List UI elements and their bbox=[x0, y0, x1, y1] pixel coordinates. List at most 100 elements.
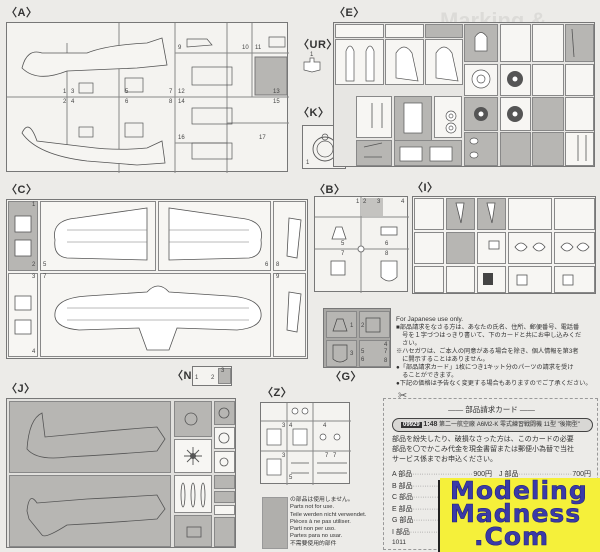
legend-line: Teile werden nicht verwendet. bbox=[290, 511, 367, 518]
part-num: 4 bbox=[71, 99, 75, 105]
sprue-e-drawing bbox=[345, 28, 587, 162]
part-num: 5 bbox=[341, 241, 345, 247]
part-num: 3 bbox=[71, 89, 75, 95]
modeling-madness-logo: Modeling Madness .Com bbox=[440, 476, 600, 552]
part-num: 1 bbox=[350, 323, 354, 329]
part-num: 2 bbox=[63, 99, 67, 105]
price-value: 900円 bbox=[473, 471, 492, 478]
price-part: J 部品 bbox=[499, 471, 519, 478]
part-num: 2 bbox=[32, 262, 36, 268]
part-num: 1 bbox=[310, 52, 314, 58]
part-num: 13 bbox=[273, 89, 280, 95]
sprue-g-drawing bbox=[332, 317, 381, 363]
group-ur-label: 〈UR〉 bbox=[298, 39, 338, 51]
part-num: 1 bbox=[195, 375, 199, 381]
part-num: 7 bbox=[384, 349, 388, 355]
part-num: 7 bbox=[341, 251, 345, 257]
part-num: 3 bbox=[377, 199, 381, 205]
legend-line: Parti non per uso. bbox=[290, 526, 336, 533]
kit-code: 09929 bbox=[401, 422, 422, 428]
japan-notice: For Japanese use only. ■部品請求をなさる方は、あなたの氏… bbox=[396, 316, 600, 388]
group-g-label: 〈G〉 bbox=[330, 371, 363, 383]
notice-line: に開示することはありません。 bbox=[396, 356, 489, 363]
card-body-line: 部品を紛失したり、破損なさった方は、このカードの必要 bbox=[392, 436, 574, 443]
part-num: 1 bbox=[306, 160, 310, 166]
notice-line: ることができます。 bbox=[396, 372, 458, 379]
part-num: 4 bbox=[384, 342, 388, 348]
part-num: 6 bbox=[361, 357, 365, 363]
sprue-b: 1 2 3 4 5 6 7 8 bbox=[314, 196, 409, 293]
part-num: 4 bbox=[32, 349, 36, 355]
part-num: 9 bbox=[178, 45, 182, 51]
legend-line: Parts not for use. bbox=[290, 504, 335, 511]
logo-line: Madness bbox=[450, 499, 582, 529]
card-body-line: 部品を〇でかこみ代金を現金書留または郵便小為替で当社 bbox=[392, 446, 574, 453]
order-card-title: —— 部品請求カード —— bbox=[448, 405, 535, 414]
group-k-label: 〈K〉 bbox=[298, 107, 330, 119]
group-c-label: 〈C〉 bbox=[6, 184, 38, 196]
price-value: 700円 bbox=[572, 471, 591, 478]
price-part: B 部品 bbox=[392, 482, 413, 490]
sprue-c-drawing bbox=[14, 207, 302, 351]
part-num: 7 bbox=[333, 453, 337, 459]
price-part: E 部品 bbox=[392, 505, 413, 513]
card-body: 部品を紛失したり、破損なさった方は、このカードの必要 部品を〇でかこみ代金を現金… bbox=[392, 435, 574, 465]
part-num: 1 bbox=[356, 199, 360, 205]
part-num: 8 bbox=[385, 251, 389, 257]
group-a-label: 〈A〉 bbox=[6, 7, 38, 19]
price-part: A 部品 bbox=[392, 471, 413, 478]
sprue-i bbox=[412, 196, 596, 294]
group-i-label: 〈I〉 bbox=[412, 182, 439, 194]
sprue-a-drawing bbox=[7, 23, 289, 173]
price-part: G 部品 bbox=[392, 517, 414, 524]
card-body-line: サービス係までお申込ください。 bbox=[392, 456, 497, 463]
kit-banner: 09929 1:48 第二一航空廠 A6M2-K 零式練習戦闘機 11型 "後期… bbox=[392, 418, 593, 432]
part-num: 7 bbox=[169, 89, 173, 95]
group-z-label: 〈Z〉 bbox=[262, 387, 293, 399]
notice-line: さい。 bbox=[396, 340, 421, 347]
part-num: 4 bbox=[323, 423, 327, 429]
part-num: 4 bbox=[289, 423, 293, 429]
part-num: 10 bbox=[242, 45, 249, 51]
part-num: 6 bbox=[125, 99, 129, 105]
part-num: 6 bbox=[385, 241, 389, 247]
sprue-b-drawing bbox=[315, 197, 409, 293]
part-num: 6 bbox=[265, 262, 269, 268]
part-num: 5 bbox=[43, 262, 47, 268]
part-num: 5 bbox=[125, 89, 129, 95]
sprue-g: 1 2 3 4 5 6 7 8 bbox=[323, 308, 391, 368]
part-num: 5 bbox=[361, 349, 365, 355]
part-num: 8 bbox=[276, 262, 280, 268]
ur-part-drawing bbox=[303, 57, 321, 73]
not-for-use-legend: の部品は使用しません。 Parts not for use. Teile wer… bbox=[290, 497, 366, 548]
part-num: 17 bbox=[259, 135, 266, 141]
sprue-z: 3 4 4 7 7 3 5 bbox=[260, 402, 351, 485]
legend-line: の部品は使用しません。 bbox=[290, 497, 354, 503]
card-title-text: 部品請求カード bbox=[465, 405, 518, 414]
part-num: 2 bbox=[211, 375, 215, 381]
group-j-label: 〈J〉 bbox=[6, 383, 36, 395]
part-num: 16 bbox=[178, 135, 185, 141]
sprue-c: 1 2 3 4 5 6 7 8 9 bbox=[6, 199, 308, 359]
part-num: 15 bbox=[273, 99, 280, 105]
part-num: 3 bbox=[32, 274, 36, 280]
sprue-j-drawing bbox=[26, 407, 230, 538]
sprue-n: 1 2 3 bbox=[192, 366, 232, 386]
part-num: 3 bbox=[282, 453, 286, 459]
scissors-icon: ✂ bbox=[398, 390, 408, 402]
part-num: 2 bbox=[361, 323, 365, 329]
not-for-use-swatch bbox=[262, 497, 288, 549]
sprue-z-drawing bbox=[261, 403, 351, 485]
part-num: 7 bbox=[43, 274, 47, 280]
part-num: 8 bbox=[384, 358, 388, 364]
notice-line: ※ハセガワは、ご本人の同意がある場合を除き、個人情報を第3者 bbox=[396, 348, 579, 355]
price-leader: ·························· bbox=[412, 471, 473, 478]
notice-line: 号を１字づつはっきり書いて、下のカードと共にお申し込みくだ bbox=[396, 332, 582, 339]
sprue-j bbox=[6, 398, 236, 548]
sprue-e bbox=[333, 22, 595, 167]
kit-name: 第二一航空廠 A6M2-K 零式練習戦闘機 11型 "後期型" bbox=[439, 422, 580, 428]
notice-line: ■部品請求をなさる方は、あなたの氏名、住所、郵便番号、電話番 bbox=[396, 324, 580, 331]
part-num: 11 bbox=[255, 45, 262, 51]
price-part: I 部品 bbox=[392, 528, 410, 536]
group-b-label: 〈B〉 bbox=[314, 184, 346, 196]
